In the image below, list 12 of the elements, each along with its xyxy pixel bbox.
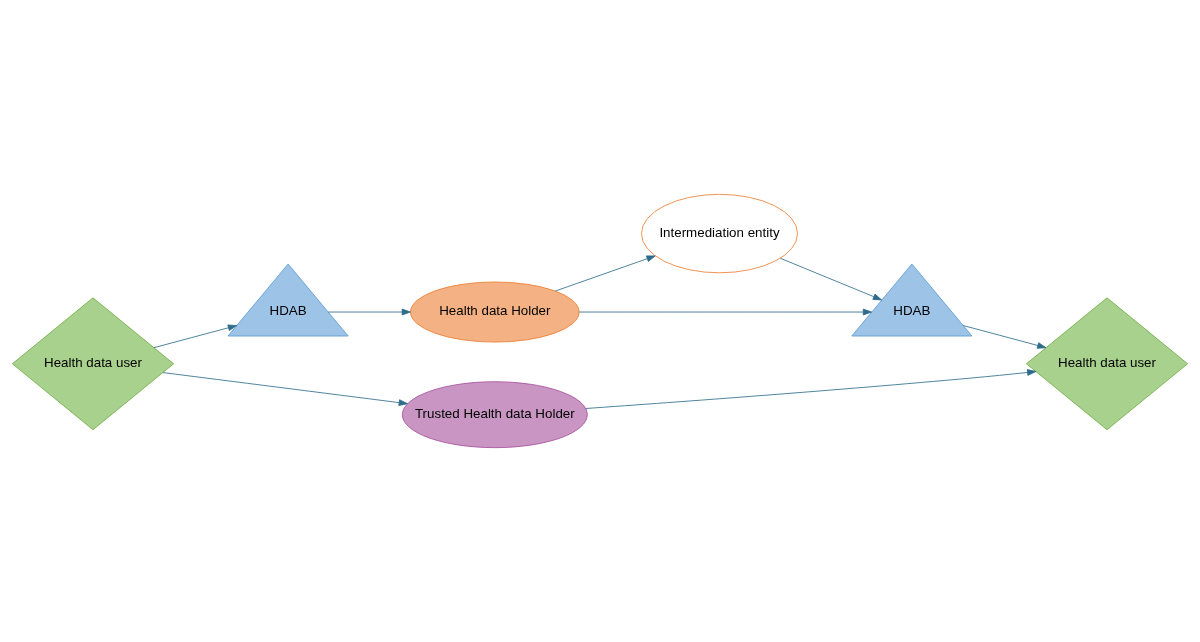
arrow — [327, 308, 411, 316]
arrow — [962, 325, 1047, 349]
arrow — [555, 255, 656, 292]
arrow — [780, 257, 883, 301]
arrow — [585, 369, 1037, 409]
arrow — [153, 324, 238, 349]
node-ellipse: Health data Holder — [410, 281, 580, 343]
node-ellipse: Intermediation entity — [641, 193, 798, 274]
node-diamond: Health data user — [11, 297, 174, 431]
node-ellipse: Trusted Health data Holder — [401, 381, 588, 449]
arrow — [162, 372, 408, 406]
arrow — [578, 308, 872, 316]
